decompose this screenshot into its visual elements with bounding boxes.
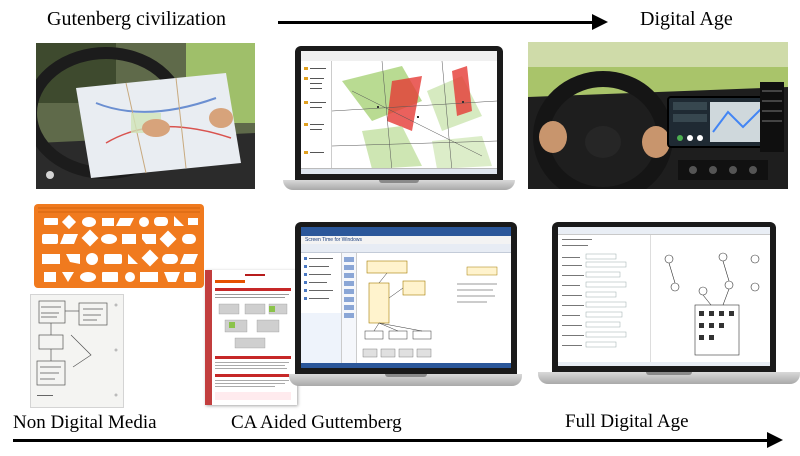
modeling-laptop-screen: Screen Time for Windows: [295, 222, 517, 374]
bottom-arrow-head: [767, 432, 783, 448]
process-diagram-panel: [651, 235, 770, 363]
gis-laptop: [283, 46, 515, 196]
top-arrow-head: [592, 14, 608, 30]
handwritten-diagram-sheet: [30, 294, 124, 408]
ca-document-page: [205, 270, 297, 405]
gis-map-canvas: [331, 60, 497, 172]
gis-layer-tree: [301, 61, 332, 171]
form-app-window: [558, 227, 770, 366]
modeling-project-tree: [301, 253, 342, 368]
flowchart-stencil-photo: [34, 204, 204, 292]
form-laptop: [538, 222, 800, 392]
paper-map-photo: [36, 43, 255, 189]
ca-aided-guttemberg-label: CA Aided Guttemberg: [231, 412, 402, 433]
form-laptop-screen: [552, 222, 776, 372]
modeling-palette: [342, 253, 357, 368]
gis-laptop-base: [283, 180, 515, 190]
car-dashboard-photo: [528, 42, 788, 189]
gis-status-bar: [301, 168, 497, 174]
modeling-toolbar: [301, 244, 511, 253]
modeling-diagram-canvas: [357, 253, 511, 368]
gis-app-window: [301, 51, 497, 174]
full-digital-age-label: Full Digital Age: [565, 411, 689, 432]
bottom-arrow-line: [13, 439, 769, 442]
modeling-laptop-base: [289, 374, 522, 386]
entry-form-panel: [558, 235, 651, 363]
modeling-laptop: Screen Time for Windows: [289, 222, 522, 392]
modeling-window-title: Screen Time for Windows: [305, 237, 362, 243]
non-digital-media-label: Non Digital Media: [13, 412, 157, 433]
gutenberg-civilization-title: Gutenberg civilization: [47, 8, 227, 30]
modeling-status-bar: [301, 363, 511, 368]
digital-age-title: Digital Age: [640, 8, 733, 30]
modeling-app-window: Screen Time for Windows: [301, 227, 511, 368]
top-arrow-line: [278, 21, 594, 24]
gis-laptop-screen: [295, 46, 503, 180]
form-laptop-base: [538, 372, 800, 384]
